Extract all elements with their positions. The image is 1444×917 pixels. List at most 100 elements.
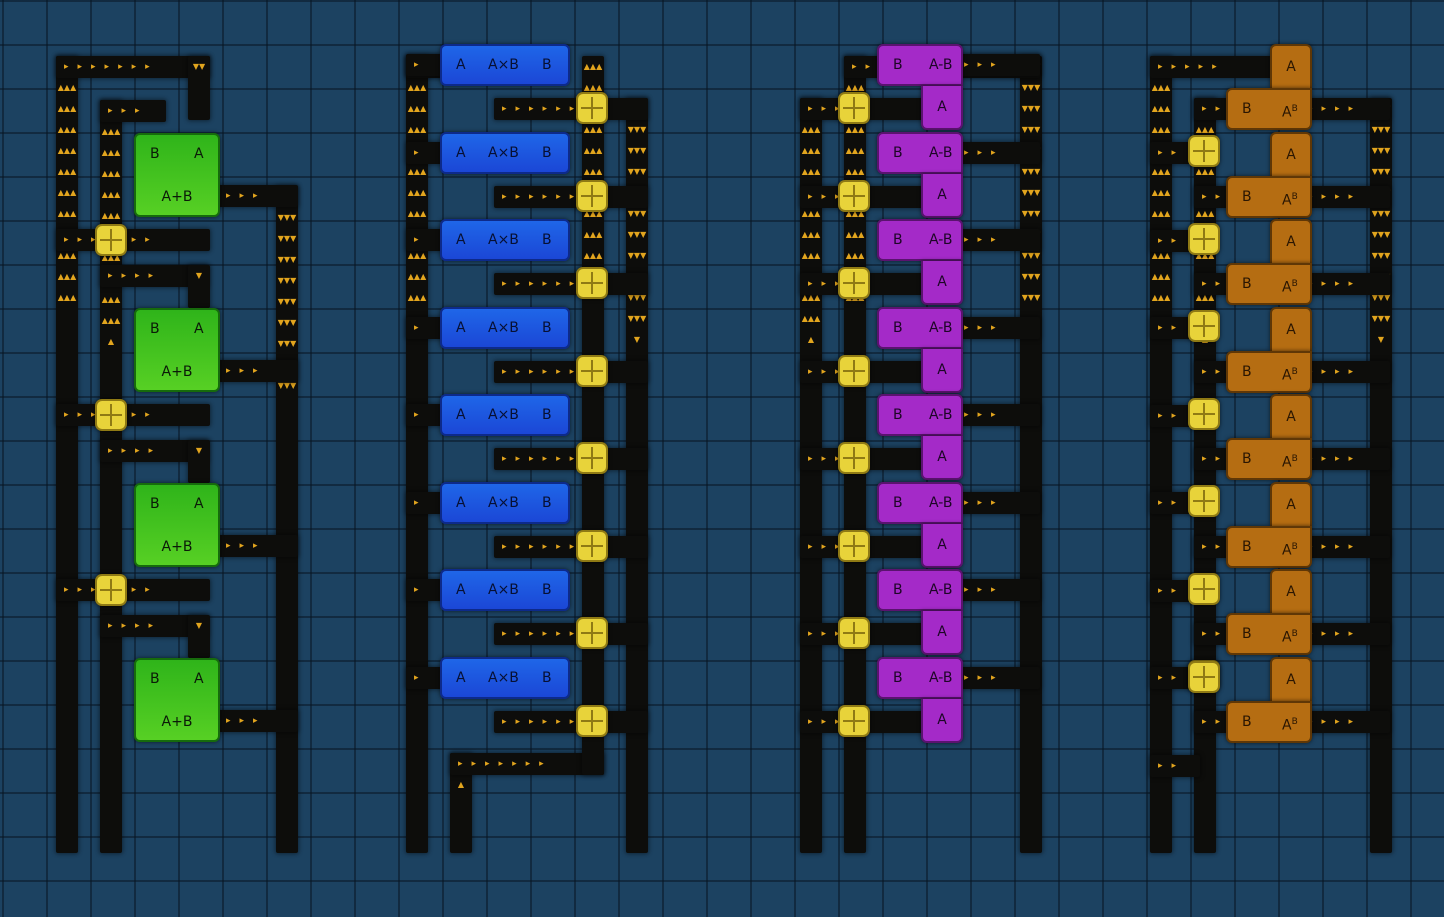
conveyor-right[interactable]: ▸▸▸▸▸▸▸ — [56, 56, 210, 78]
plus-junction-icon[interactable] — [95, 224, 127, 256]
conveyor-up[interactable]: ▲▲▲▲▲▲▲▲▲▲▲▲▲▲▲▲▲▲▲▲▲▲▲▲▲▲▲▲▲▲▲▲▲▲ — [100, 100, 122, 853]
conveyor-right[interactable]: ▸▸▸▸▸▸▸ — [494, 360, 648, 383]
conveyor-right[interactable]: ▸▸▸▸ — [1300, 360, 1390, 383]
exponent-input[interactable]: A — [1270, 394, 1312, 438]
conveyor-down[interactable]: ▼ — [188, 615, 210, 658]
exponent-input[interactable]: A — [1270, 656, 1312, 701]
exponent-input[interactable]: A — [1270, 44, 1312, 88]
conveyor-right[interactable]: ▸ — [406, 316, 442, 339]
conveyor-right[interactable]: ▸▸▸▸▸▸▸ — [494, 273, 648, 295]
conveyor-down[interactable]: ▼▼▼▼▼▼▼▼▼▼▼▼▼▼▼▼▼▼▼▼▼▼▼▼▼▼▼▼▼▼▼▼▼▼▼▼ — [1020, 56, 1042, 853]
conveyor-right[interactable]: ▸▸▸ — [956, 404, 1040, 426]
plus-junction-icon[interactable] — [1188, 660, 1220, 693]
plus-junction-icon[interactable] — [1188, 135, 1220, 167]
conveyor-right[interactable]: ▸▸ — [1150, 317, 1200, 339]
conveyor-right[interactable]: ▸▸▸ — [956, 229, 1040, 251]
conveyor-right[interactable]: ▸▸▸▸ — [100, 615, 208, 637]
conveyor-right[interactable]: ▸▸▸▸▸▸▸ — [450, 753, 604, 775]
conveyor-right[interactable]: ▸▸▸▸▸▸▸ — [56, 404, 210, 426]
conveyor-down[interactable]: ▼ — [188, 265, 210, 308]
exponent-input[interactable]: A — [1270, 131, 1312, 176]
conveyor-right[interactable]: ▸▸▸▸▸▸▸ — [494, 623, 648, 645]
conveyor-right[interactable]: ▸▸▸▸▸▸▸ — [494, 535, 648, 558]
plus-junction-icon[interactable] — [1188, 485, 1220, 517]
conveyor-right[interactable]: ▸▸▸▸ — [1300, 710, 1390, 733]
conveyor-right[interactable]: ▸▸▸▸ — [1300, 535, 1390, 558]
plus-junction-icon[interactable] — [1188, 310, 1220, 342]
conveyor-right[interactable]: ▸ — [406, 491, 442, 514]
subtractor-output[interactable]: A — [921, 173, 963, 218]
conveyor-right[interactable]: ▸▸▸ — [218, 535, 298, 557]
plus-junction-icon[interactable] — [838, 267, 870, 299]
conveyor-right[interactable]: ▸▸▸▸ — [1300, 98, 1390, 120]
plus-junction-icon[interactable] — [838, 617, 870, 649]
conveyor-right[interactable]: ▸▸▸▸▸▸▸ — [56, 579, 210, 601]
conveyor-right[interactable]: ▸▸ — [1150, 404, 1200, 427]
conveyor-right[interactable]: ▸ — [406, 579, 442, 601]
conveyor-right[interactable]: ▸ — [406, 229, 442, 251]
conveyor-right[interactable]: ▸▸▸ — [100, 100, 166, 122]
conveyor-up[interactable]: ▲▲▲▲▲▲▲▲▲▲▲▲▲▲▲▲▲▲▲▲▲▲▲▲▲▲▲▲▲▲▲▲▲▲ — [1194, 98, 1216, 853]
conveyor-down[interactable]: ▼▼▼▼▼▼▼▼▼▼▼▼▼▼▼▼▼▼▼▼▼▼▼▼▼▼▼▼▼▼▼▼▼▼ — [1370, 98, 1392, 853]
conveyor-down[interactable]: ▼▼▼▼▼▼▼▼▼▼▼▼▼▼▼▼▼▼▼▼▼▼▼▼▼▼▼▼▼▼ — [276, 186, 298, 853]
plus-junction-icon[interactable] — [838, 92, 870, 124]
subtractor-output[interactable]: A — [921, 436, 963, 480]
exponent-input[interactable]: A — [1270, 306, 1312, 351]
conveyor-right[interactable]: ▸▸▸ — [956, 54, 1040, 76]
conveyor-right[interactable]: ▸▸▸▸ — [100, 265, 208, 287]
conveyor-down[interactable]: ▼ — [188, 440, 210, 483]
conveyor-right[interactable]: ▸▸▸▸ — [100, 440, 208, 462]
conveyor-up[interactable]: ▲▲▲▲▲▲▲▲▲▲▲▲▲▲▲▲▲▲▲▲▲▲▲▲▲▲▲▲▲▲▲▲▲▲▲▲ — [406, 56, 428, 853]
subtractor-output[interactable]: A — [921, 698, 963, 743]
conveyor-right[interactable]: ▸▸ — [1150, 667, 1200, 689]
plus-junction-icon[interactable] — [838, 529, 870, 562]
plus-junction-icon[interactable] — [576, 354, 608, 387]
exponent-input[interactable]: A — [1270, 569, 1312, 613]
subtractor-output[interactable]: A — [921, 86, 963, 130]
plus-junction-icon[interactable] — [1188, 222, 1220, 255]
conveyor-up[interactable]: ▲▲▲▲▲▲▲▲▲▲▲▲▲▲▲▲▲▲▲▲▲▲▲▲▲▲▲▲▲▲▲▲▲▲▲▲ — [1150, 56, 1172, 853]
conveyor-right[interactable]: ▸▸ — [1150, 229, 1200, 252]
conveyor-right[interactable]: ▸▸▸▸ — [1300, 185, 1390, 208]
conveyor-right[interactable]: ▸▸ — [1150, 492, 1200, 514]
conveyor-right[interactable]: ▸▸▸▸▸▸▸ — [56, 229, 210, 251]
conveyor-right[interactable]: ▸▸▸▸ — [1300, 448, 1390, 470]
exponent-input[interactable]: A — [1270, 219, 1312, 263]
plus-junction-icon[interactable] — [1188, 397, 1220, 430]
conveyor-right[interactable]: ▸▸▸ — [956, 666, 1040, 689]
conveyor-right[interactable]: ▸ — [406, 404, 442, 426]
plus-junction-icon[interactable] — [576, 92, 608, 124]
conveyor-right[interactable]: ▸▸▸ — [218, 710, 298, 732]
conveyor-right[interactable]: ▸▸ — [1150, 142, 1200, 164]
conveyor-down[interactable]: ▼▼ — [188, 56, 210, 120]
plus-junction-icon[interactable] — [838, 354, 870, 387]
conveyor-right[interactable]: ▸▸▸ — [218, 185, 298, 207]
conveyor-right[interactable]: ▸▸▸▸ — [1300, 273, 1390, 295]
plus-junction-icon[interactable] — [576, 529, 608, 562]
conveyor-right[interactable]: ▸▸▸ — [956, 141, 1040, 164]
conveyor-right[interactable]: ▸ — [406, 666, 442, 689]
conveyor-right[interactable]: ▸ — [406, 141, 442, 164]
subtractor-output[interactable]: A — [921, 523, 963, 568]
conveyor-right[interactable]: ▸▸▸▸▸▸▸ — [494, 710, 648, 733]
conveyor-down[interactable]: ▼▼▼▼▼▼▼▼▼▼▼▼▼▼▼▼▼▼▼▼▼▼▼▼▼▼▼▼▼▼▼▼▼▼ — [626, 98, 648, 853]
